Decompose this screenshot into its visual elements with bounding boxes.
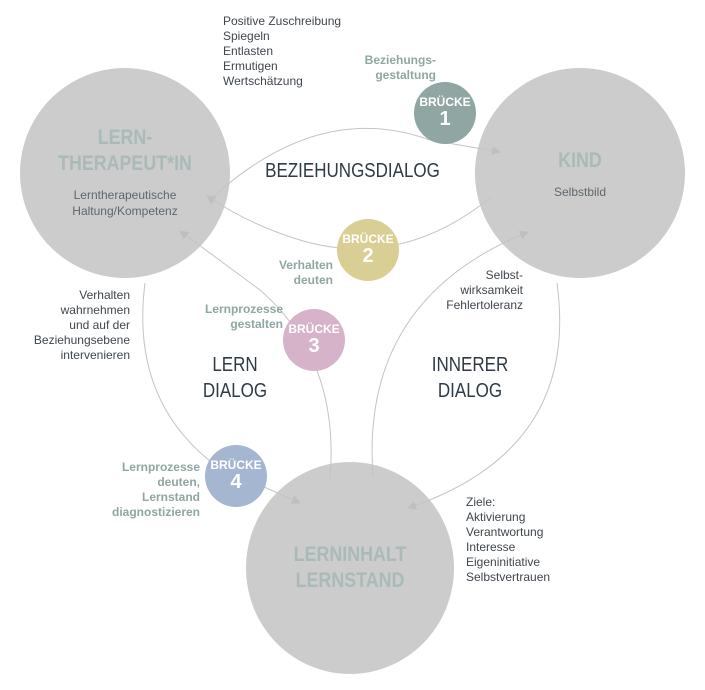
bridge-2-number: 2 [362, 245, 374, 267]
content-title: LERNINHALT LERNSTAND [293, 543, 407, 592]
learning-dialog-label: LERN DIALOG [202, 354, 268, 402]
content-circle [246, 462, 454, 674]
arrow-child-to-therapist [206, 195, 491, 250]
bridge-3-number: 3 [308, 335, 320, 357]
inner-dialog-label: INNERER DIALOG [431, 354, 509, 402]
goals-notes: Ziele: Aktivierung Verantwortung Interes… [466, 495, 551, 584]
arrow-content-to-child [371, 230, 529, 477]
therapist-circle [20, 68, 230, 278]
bridge-1-number: 1 [439, 108, 451, 130]
right-notes: Selbst- wirksamkeit Fehlertoleranz [446, 268, 523, 312]
arrow-child-to-content [407, 282, 561, 510]
bridge-3-label: Lernprozesse gestalten [204, 302, 283, 331]
child-title: KIND [558, 149, 602, 172]
top-notes: Positive Zuschreibung Spiegeln Entlasten… [223, 14, 342, 88]
left-notes: Verhalten wahrnehmen und auf der Beziehu… [33, 288, 130, 362]
therapist-subtitle: Lerntherapeutische Haltung/Kompetenz [72, 188, 178, 218]
therapist-title: LERN- THERAPEUT*IN [58, 126, 192, 175]
bridge-1-label: Beziehungs- gestaltung [364, 53, 436, 82]
bridge-2-word: BRÜCKE [342, 232, 394, 246]
arrow-therapist-to-content [142, 282, 301, 504]
child-circle [475, 68, 685, 278]
bridge-4-label: Lernprozesse deuten, Lernstand diagnosti… [111, 460, 200, 519]
relationship-dialog-label: BEZIEHUNGSDIALOG [265, 160, 440, 182]
bridge-3-word: BRÜCKE [288, 322, 340, 336]
bridge-2-label: Verhalten deuten [278, 258, 333, 287]
bridge-4-number: 4 [230, 471, 242, 493]
bridge-4-word: BRÜCKE [210, 458, 262, 472]
bridge-1-word: BRÜCKE [419, 95, 471, 109]
arrow-therapist-to-child [212, 127, 501, 198]
child-subtitle: Selbstbild [553, 185, 607, 199]
